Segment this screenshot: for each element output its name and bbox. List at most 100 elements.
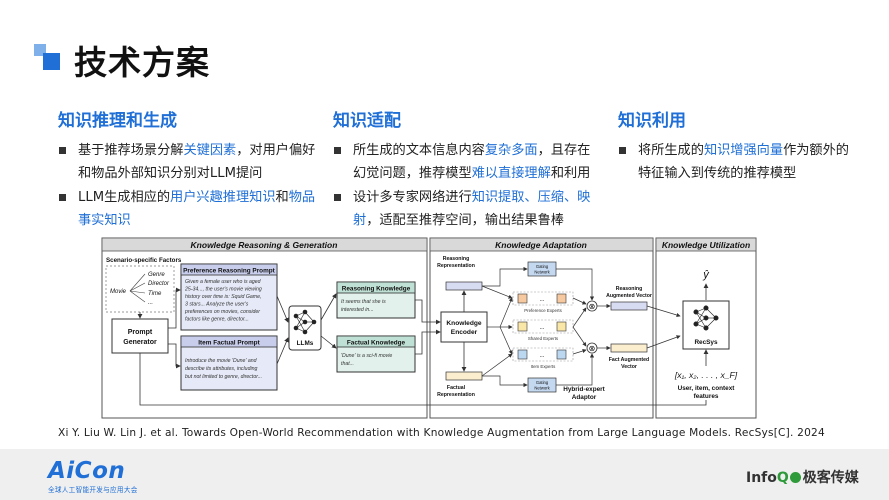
bullet-text: 设计多专家网络进行 — [353, 190, 472, 205]
fact-augmented-vector — [610, 343, 648, 353]
bullet-item: 设计多专家网络进行知识提取、压缩、映射，适配至推荐空间，输出结果鲁棒 — [333, 186, 595, 232]
svg-text:Representation: Representation — [437, 392, 475, 398]
svg-text:history over time is: Squid Ga: history over time is: Squid Game, — [185, 294, 261, 300]
svg-text:25-34..., the user's movie vie: 25-34..., the user's movie viewing — [184, 287, 262, 293]
item-experts-group: ... Item Experts — [512, 347, 574, 369]
reasoning-augmented-label: Reasoning — [616, 286, 643, 292]
column-knowledge-utilization: 知识利用 将所生成的知识增强向量作为额外的特征输入到传统的推荐模型 — [618, 106, 850, 186]
prediction-y-hat: ŷ — [702, 269, 710, 281]
infoq-circle-icon — [789, 471, 801, 483]
factual-representation-vector — [445, 371, 483, 381]
reasoning-augmented-vector — [610, 301, 648, 311]
fact-augmented-label: Fact Augmented — [609, 357, 649, 363]
bullet-square-icon — [334, 194, 341, 201]
shared-experts-group: ... Shared Experts — [512, 319, 574, 341]
column-heading: 知识推理和生成 — [58, 111, 177, 131]
factor-genre: Genre — [148, 272, 165, 278]
framework-diagram: Knowledge Reasoning & Generation Knowled… — [100, 236, 760, 420]
bullet-text: 作为额外的特征输入到传统的推荐模型 — [638, 143, 849, 181]
highlight-text: 关键因素 — [183, 143, 237, 158]
column-knowledge-adaptation: 知识适配 所生成的文本信息内容复杂多面，且存在幻觉问题，推荐模型难以直接理解和利… — [333, 106, 595, 233]
aicon-subtitle: 全球人工智能开发与应用大会 — [48, 486, 138, 494]
preference-experts-group: ... Preference Experts — [512, 291, 574, 313]
bullet-text: 和 — [275, 190, 289, 205]
bullet-list: 所生成的文本信息内容复杂多面，且存在幻觉问题，推荐模型难以直接理解和利用设计多专… — [333, 139, 595, 232]
bullet-item: LLM生成相应的用户兴趣推理知识和物品事实知识 — [58, 186, 320, 232]
bullet-text: 所生成的文本信息内容 — [353, 143, 485, 158]
svg-text:Representation: Representation — [437, 263, 475, 269]
bullet-square-icon — [59, 147, 66, 154]
svg-text:Introduce the movie 'Dune' and: Introduce the movie 'Dune' and — [185, 358, 258, 364]
highlight-text: 用户兴趣推理知识 — [170, 190, 276, 205]
preference-prompt-title: Preference Reasoning Prompt — [183, 268, 275, 275]
bullet-text: 将所生成的 — [638, 143, 704, 158]
neural-net-icon — [293, 309, 317, 335]
title-logo-mark — [34, 44, 64, 74]
svg-text:interested in...: interested in... — [341, 307, 374, 313]
svg-text:factors like genre, director..: factors like genre, director... — [185, 317, 249, 323]
highlight-text: 复杂多面 — [484, 143, 538, 158]
scenario-label: Scenario-specific Factors — [106, 257, 182, 264]
aicon-logo: AiCon — [48, 458, 126, 484]
factor-time: Time — [148, 291, 162, 297]
svg-text:...: ... — [539, 325, 544, 331]
svg-text:'Dune' is a sci-fi movie: 'Dune' is a sci-fi movie — [341, 353, 392, 359]
movie-label: Movie — [110, 289, 127, 295]
section-title-adaptation: Knowledge Adaptation — [495, 240, 587, 250]
svg-text:that...: that... — [341, 361, 354, 367]
svg-text:features: features — [694, 393, 719, 400]
bullet-text: LLM生成相应的 — [78, 190, 171, 205]
item-prompt-title: Item Factual Prompt — [198, 340, 260, 347]
prompt-generator-label: Prompt — [128, 329, 153, 336]
bullet-text: 基于推荐场景分解 — [78, 143, 184, 158]
section-title-reasoning: Knowledge Reasoning & Generation — [191, 240, 338, 250]
bullet-list: 将所生成的知识增强向量作为额外的特征输入到传统的推荐模型 — [618, 139, 850, 185]
svg-text:⊗: ⊗ — [589, 302, 596, 311]
preference-prompt-body: Given a female user who is aged 25-34...… — [184, 279, 262, 323]
citation: Xi Y. Liu W. Lin J. et al. Towards Open-… — [58, 427, 825, 439]
svg-text:Given a female user who is age: Given a female user who is aged — [185, 279, 262, 285]
svg-text:describe its attributes, inclu: describe its attributes, including — [185, 366, 257, 372]
llms-label: LLMs — [297, 340, 314, 347]
svg-text:Encoder: Encoder — [451, 329, 478, 336]
svg-text:Vector: Vector — [621, 364, 637, 370]
svg-text:...: ... — [539, 297, 544, 303]
recsys-label: RecSys — [694, 339, 718, 346]
feature-vector-label: [x₁, x₂, . . . , x_F] — [674, 370, 738, 380]
bullet-text: 和利用 — [550, 166, 591, 181]
highlight-text: 知识提取、压缩、映射 — [353, 190, 591, 228]
bullet-square-icon — [619, 147, 626, 154]
svg-text:3 stars... Analyze the user's: 3 stars... Analyze the user's — [185, 302, 249, 308]
svg-text:but not limited to genre, dire: but not limited to genre, director... — [185, 374, 262, 380]
item-experts-label: Item Experts — [531, 364, 556, 369]
svg-text:Gating: Gating — [536, 264, 549, 269]
bullet-square-icon — [334, 147, 341, 154]
svg-text:Generator: Generator — [123, 339, 157, 346]
knowledge-encoder-label: Knowledge — [446, 320, 482, 327]
prompt-generator-box — [111, 318, 169, 354]
recsys-network-icon — [693, 305, 719, 331]
shared-experts-label: Shared Experts — [528, 336, 559, 341]
svg-text:Adaptor: Adaptor — [572, 394, 597, 401]
factual-knowledge-title: Factual Knowledge — [347, 340, 406, 347]
bullet-square-icon — [59, 194, 66, 201]
bullet-text: ，且存在幻觉问题，推荐模型 — [353, 143, 591, 181]
svg-text:Network: Network — [534, 386, 550, 391]
svg-text:Augmented Vector: Augmented Vector — [606, 293, 652, 299]
svg-text:preferences on movies, conside: preferences on movies, consider — [184, 309, 260, 315]
knowledge-encoder-box — [440, 311, 488, 343]
factor-more: ... — [148, 300, 153, 306]
reasoning-representation-vector — [445, 281, 483, 291]
bullet-item: 所生成的文本信息内容复杂多面，且存在幻觉问题，推荐模型难以直接理解和利用 — [333, 139, 595, 185]
column-knowledge-reasoning: 知识推理和生成 基于推荐场景分解关键因素，对用户偏好和物品外部知识分别对LLM提… — [58, 106, 320, 233]
highlight-text: 难以直接理解 — [471, 166, 551, 181]
item-prompt-body: Introduce the movie 'Dune' and describe … — [185, 358, 262, 380]
svg-text:It seems that she is: It seems that she is — [341, 299, 386, 305]
bullet-text: ，适配至推荐空间，输出结果鲁棒 — [366, 213, 564, 228]
svg-text:⊗: ⊗ — [589, 344, 596, 353]
highlight-text: 知识增强向量 — [703, 143, 784, 158]
context-features-label: User, item, context — [678, 385, 736, 392]
